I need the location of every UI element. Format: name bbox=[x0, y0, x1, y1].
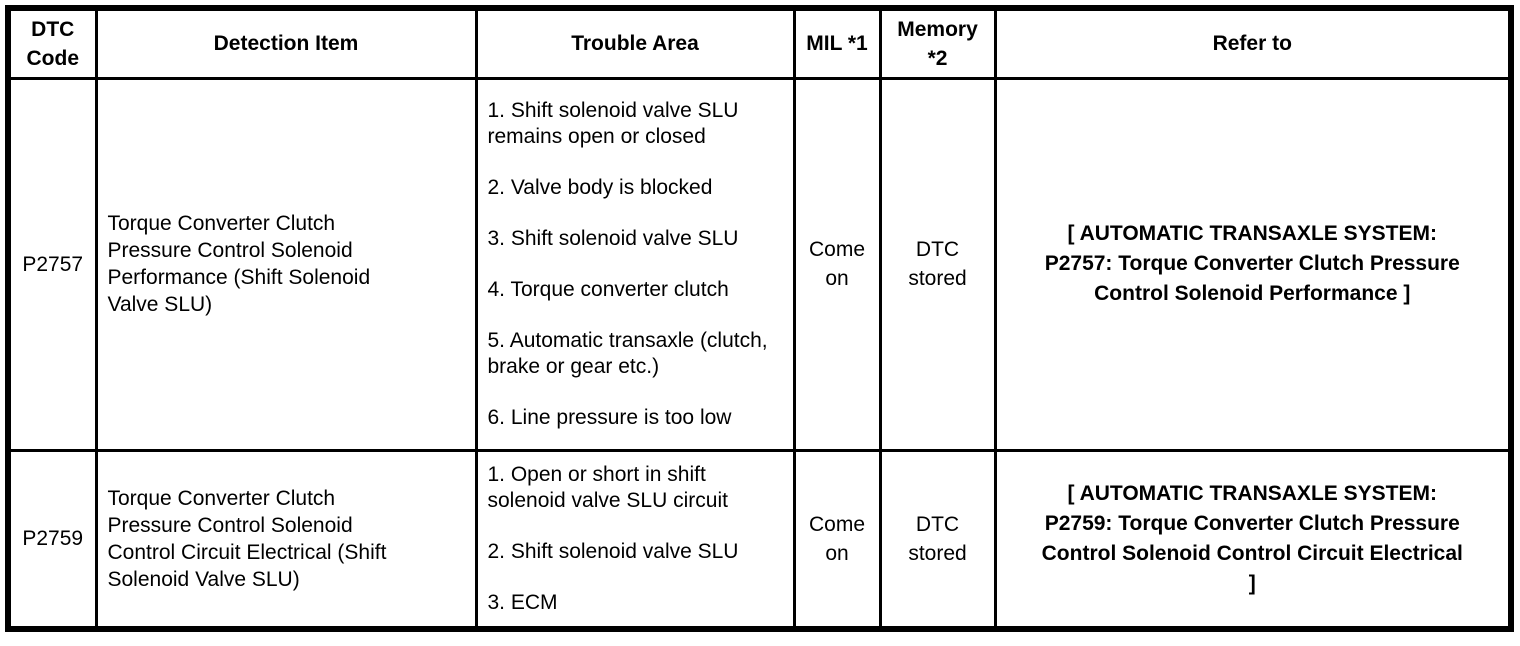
col-header-trouble-area: Trouble Area bbox=[474, 6, 796, 80]
cell-mil: Come on bbox=[792, 76, 882, 452]
detection-item-text: Torque Converter Clutch Pressure Control… bbox=[107, 486, 387, 591]
table-row-p2759: P2759 Torque Converter Clutch Pressure C… bbox=[6, 448, 1513, 631]
col-header-dtc-code: DTC Code bbox=[6, 6, 98, 80]
header-row: DTC Code Detection Item Trouble Area MIL… bbox=[6, 6, 1513, 80]
cell-dtc-code: P2757 bbox=[6, 76, 98, 452]
trouble-item: 5. Automatic transaxle (clutch, brake or… bbox=[487, 328, 768, 378]
cell-memory: DTC stored bbox=[878, 76, 997, 452]
trouble-item: 2. Valve body is blocked bbox=[487, 175, 713, 199]
col-header-memory: Memory *2 bbox=[878, 6, 997, 80]
cell-refer-to: [ AUTOMATIC TRANSAXLE SYSTEM: P2759: Tor… bbox=[993, 448, 1513, 631]
trouble-item: 2. Shift solenoid valve SLU bbox=[487, 539, 739, 563]
trouble-item: 4. Torque converter clutch bbox=[487, 277, 729, 301]
cell-memory: DTC stored bbox=[878, 448, 997, 631]
cell-trouble-area: 1. Shift solenoid valve SLU remains open… bbox=[474, 76, 796, 452]
trouble-item: 6. Line pressure is too low bbox=[487, 405, 732, 429]
cell-trouble-area: 1. Open or short in shift solenoid valve… bbox=[474, 448, 796, 631]
dtc-table: DTC Code Detection Item Trouble Area MIL… bbox=[5, 5, 1514, 632]
trouble-item: 3. Shift solenoid valve SLU bbox=[487, 226, 739, 250]
trouble-item: 1. Open or short in shift solenoid valve… bbox=[487, 462, 728, 512]
cell-mil: Come on bbox=[792, 448, 882, 631]
cell-detection-item: Torque Converter Clutch Pressure Control… bbox=[94, 76, 478, 452]
trouble-item: 3. ECM bbox=[487, 590, 558, 614]
cell-detection-item: Torque Converter Clutch Pressure Control… bbox=[94, 448, 478, 631]
detection-item-text: Torque Converter Clutch Pressure Control… bbox=[107, 212, 371, 316]
cell-refer-to: [ AUTOMATIC TRANSAXLE SYSTEM: P2757: Tor… bbox=[993, 76, 1513, 452]
col-header-mil: MIL *1 bbox=[792, 6, 882, 80]
trouble-item: 1. Shift solenoid valve SLU remains open… bbox=[487, 98, 739, 148]
table-row-p2757: P2757 Torque Converter Clutch Pressure C… bbox=[6, 76, 1513, 452]
col-header-detection-item: Detection Item bbox=[94, 6, 478, 80]
col-header-refer-to: Refer to bbox=[993, 6, 1513, 80]
cell-dtc-code: P2759 bbox=[6, 448, 98, 631]
